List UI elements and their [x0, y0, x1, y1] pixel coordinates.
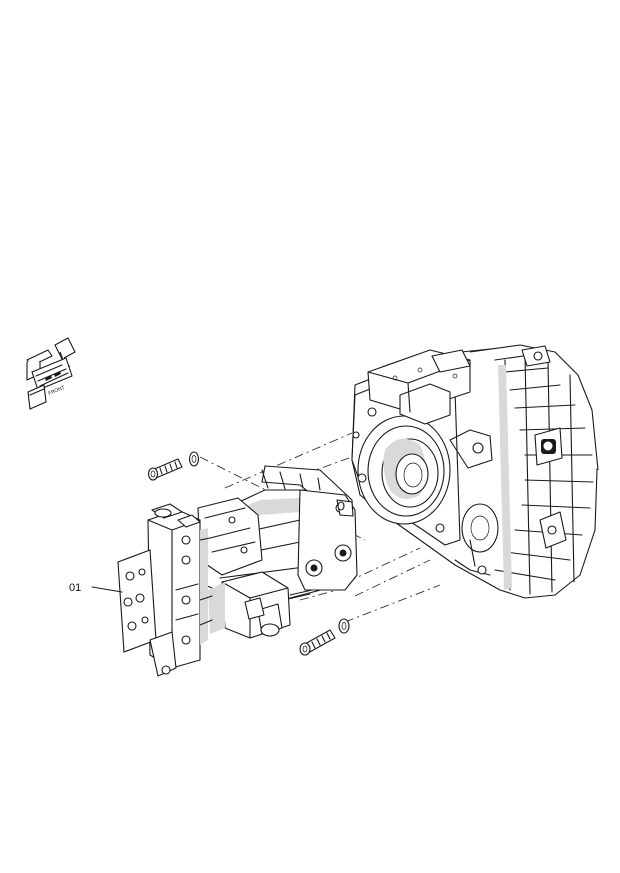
- lower-bolt: [299, 629, 336, 656]
- orientation-icon-label: FRONT: [48, 385, 66, 397]
- hydraulic-motor: [117, 465, 358, 677]
- transmission-housing: [351, 344, 599, 599]
- callout-01: 01: [69, 582, 123, 594]
- upper-bolt: [147, 458, 183, 481]
- lower-washer: [338, 618, 350, 634]
- callout-01-label: 01: [69, 582, 81, 594]
- orientation-icon: FRONT: [26, 337, 76, 410]
- upper-washer: [188, 451, 200, 467]
